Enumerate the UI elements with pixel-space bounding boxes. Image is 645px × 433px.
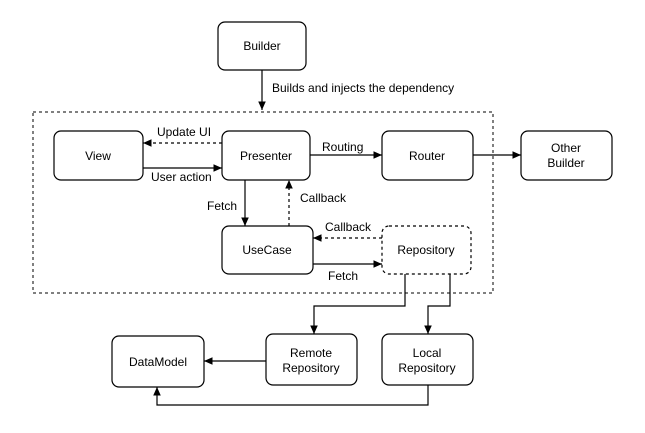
node-builder-label: Builder xyxy=(243,39,280,53)
edge-local-to-datamodel xyxy=(153,385,429,406)
node-router-label: Router xyxy=(409,149,445,163)
edge-label-fetch-repository: Fetch xyxy=(328,269,358,283)
module-boundary xyxy=(32,111,494,294)
edge-repository-to-remote xyxy=(310,274,406,334)
node-local-repository: Local Repository xyxy=(381,333,474,386)
node-usecase: UseCase xyxy=(221,225,314,275)
edge-label-routing: Routing xyxy=(322,140,363,154)
node-remote-repository: Remote Repository xyxy=(265,333,358,386)
edge-repository-to-local xyxy=(424,274,451,334)
node-router: Router xyxy=(381,130,474,181)
node-presenter-label: Presenter xyxy=(240,149,292,163)
node-other-builder-label-line2: Builder xyxy=(547,156,584,170)
node-builder: Builder xyxy=(217,21,307,71)
node-remote-repository-label-line1: Remote xyxy=(290,346,332,360)
node-local-repository-label-line2: Repository xyxy=(398,361,455,375)
node-remote-repository-label-line2: Repository xyxy=(282,361,339,375)
node-datamodel-label: DataModel xyxy=(129,355,187,369)
node-local-repository-label-line1: Local xyxy=(413,346,442,360)
node-presenter: Presenter xyxy=(221,130,311,181)
node-datamodel: DataModel xyxy=(111,335,205,388)
node-usecase-label: UseCase xyxy=(242,243,292,257)
edge-label-callback-repository: Callback xyxy=(325,220,372,234)
edge-label-user-action: User action xyxy=(151,170,212,184)
edge-label-callback-presenter: Callback xyxy=(300,191,347,205)
node-other-builder-label-line1: Other xyxy=(551,141,581,155)
node-other-builder: Other Builder xyxy=(520,130,613,181)
node-view-label: View xyxy=(85,149,111,163)
node-repository-label: Repository xyxy=(397,243,454,257)
edge-label-builds-injects: Builds and injects the dependency xyxy=(272,81,454,95)
edge-label-fetch-presenter: Fetch xyxy=(207,199,237,213)
edge-label-update-ui: Update UI xyxy=(157,125,211,139)
node-view: View xyxy=(53,130,144,181)
node-repository: Repository xyxy=(381,225,472,275)
